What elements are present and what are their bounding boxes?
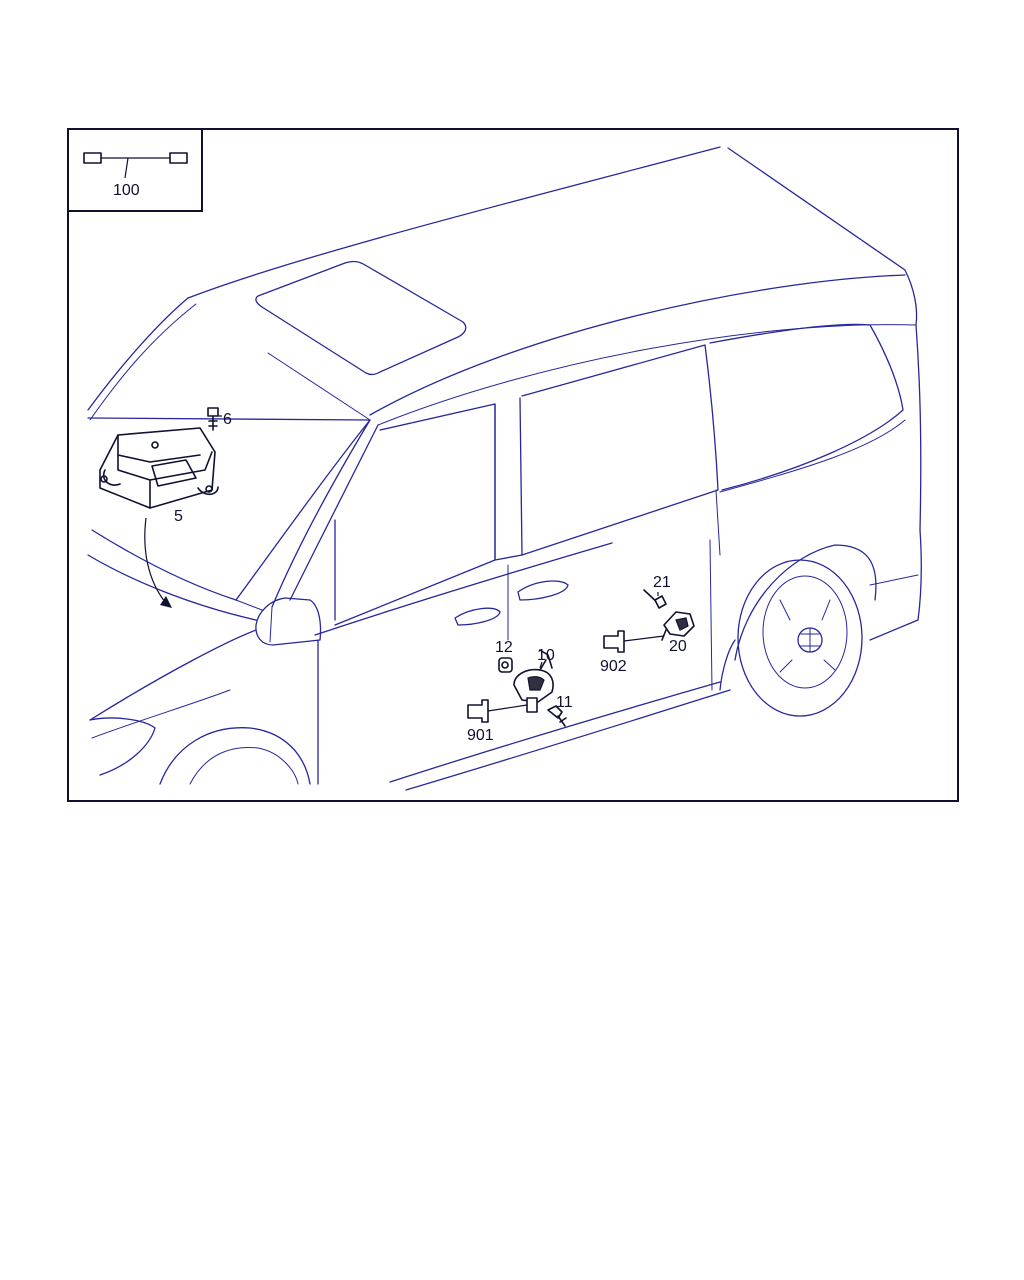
callout-901: 901 xyxy=(467,727,494,744)
connector-902 xyxy=(603,630,665,653)
legend-label: 100 xyxy=(113,182,140,199)
callout-21: 21 xyxy=(653,574,671,591)
callout-11: 11 xyxy=(556,694,573,711)
callout-5: 5 xyxy=(174,508,183,525)
rear-wheel xyxy=(737,559,863,717)
harness-connector-left xyxy=(83,152,102,164)
callout-12: 12 xyxy=(495,639,513,656)
sliding-door-handle xyxy=(517,580,569,601)
bolt-11 xyxy=(547,705,567,727)
front-door-handle xyxy=(454,607,501,626)
diagram-frame xyxy=(67,128,959,802)
side-mirror xyxy=(255,597,322,646)
screw-6 xyxy=(207,407,219,431)
callout-20: 20 xyxy=(669,638,687,655)
nut-12 xyxy=(498,657,513,673)
harness-connector-right xyxy=(169,152,188,164)
van-outline xyxy=(87,146,922,791)
sensor-20 xyxy=(661,611,695,641)
airbag-control-unit xyxy=(99,427,219,509)
location-arrowhead xyxy=(160,596,172,608)
location-arrow xyxy=(144,517,166,603)
legend-box: 100 xyxy=(68,129,203,212)
sunroof xyxy=(255,260,467,376)
callout-6: 6 xyxy=(223,411,232,428)
screw-21 xyxy=(643,589,667,609)
connector-901 xyxy=(467,699,528,723)
callout-10: 10 xyxy=(537,647,555,664)
callout-902: 902 xyxy=(600,658,627,675)
